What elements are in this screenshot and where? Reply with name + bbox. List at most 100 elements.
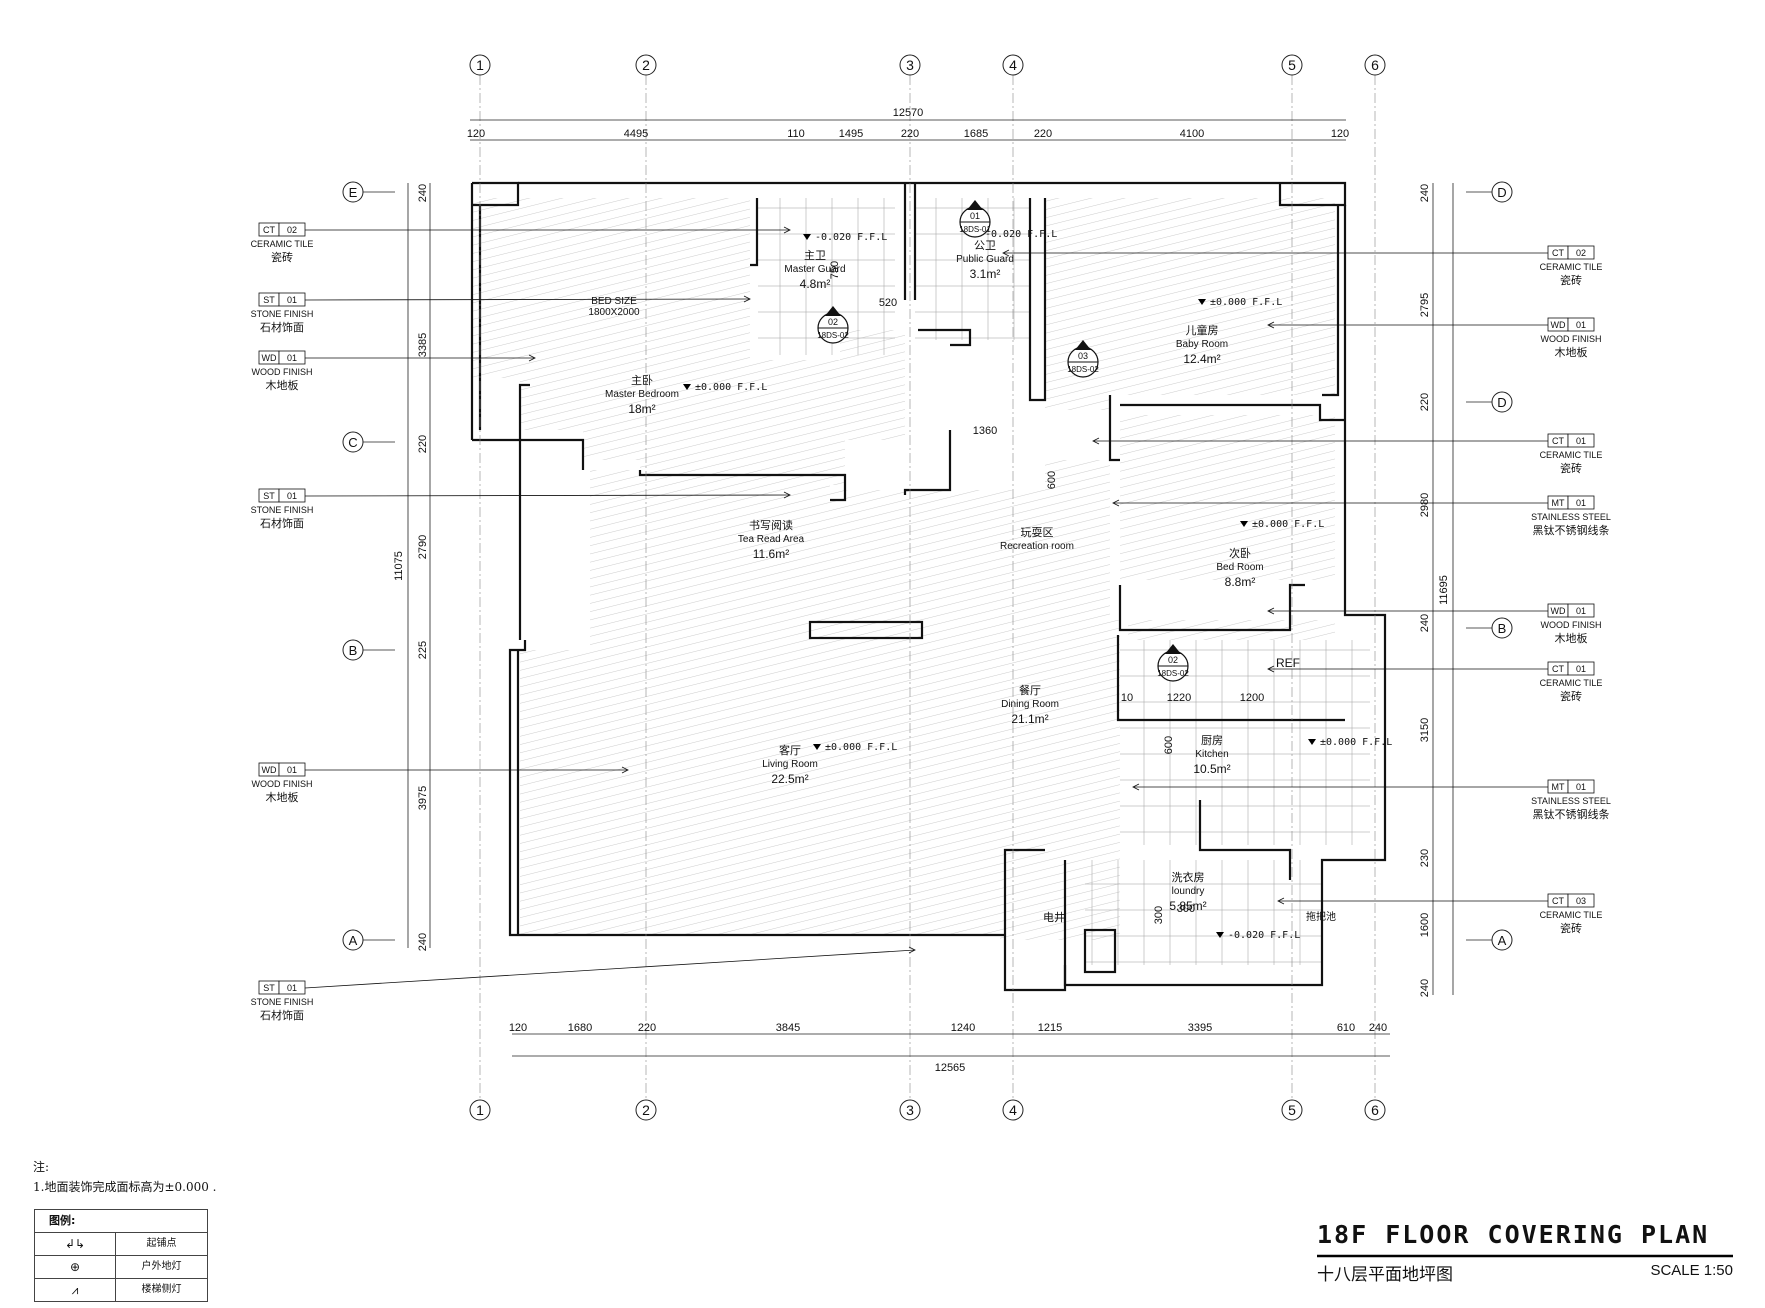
section-arrow-icon	[1075, 340, 1091, 350]
drawing-subtitle: 十八层平面地坪图	[1317, 1265, 1453, 1285]
tag-material-en: CERAMIC TILE	[1540, 910, 1603, 920]
grid-row-label: D	[1497, 395, 1506, 410]
tag-code: MT	[1552, 498, 1565, 508]
tag-material-cn: 石材饰面	[260, 1008, 304, 1022]
level-marker-icon	[683, 384, 691, 390]
shaft-label: 电井	[1043, 910, 1065, 924]
tag-material-cn: 木地板	[266, 378, 299, 392]
dimension-text: 520	[879, 297, 897, 309]
grid-row-label: C	[348, 435, 357, 450]
leader-arrow-icon	[1132, 783, 1140, 791]
dimension-text: 750	[829, 261, 841, 279]
dimension-text: 3395	[1188, 1022, 1212, 1034]
dimension-text: 2795	[1419, 293, 1431, 317]
tag-code: ST	[263, 983, 275, 993]
floor-level: ±0.000 F.F.L	[1252, 519, 1324, 530]
bed-dim-label: 1800X2000	[588, 307, 640, 318]
tag-num-box	[278, 292, 306, 307]
dimension-text: 12570	[893, 107, 924, 119]
section-mark-ref: 18DS-01	[959, 225, 991, 234]
room-name-cn: 玩耍区	[1021, 526, 1054, 539]
grid-row-label: E	[349, 185, 358, 200]
tag-material-en: STONE FINISH	[251, 997, 314, 1007]
legend-label: 户外地灯	[141, 1261, 182, 1272]
tag-num-box	[278, 350, 306, 365]
tag-num-box	[1567, 893, 1595, 908]
tag-code: ST	[263, 491, 275, 501]
grid-column-label: 6	[1371, 1102, 1379, 1118]
floor-level: -0.020 F.F.L	[815, 232, 887, 243]
tag-num-box	[1567, 433, 1595, 448]
section-mark-number: 01	[970, 211, 980, 221]
tag-material-en: WOOD FINISH	[1541, 334, 1602, 344]
room-name-en: Master Guard	[784, 264, 845, 275]
leader-arrow-icon	[1092, 437, 1100, 445]
room-name-cn: 厨房	[1201, 734, 1223, 747]
grid-bubble	[899, 1099, 921, 1121]
tag-number: 01	[1576, 782, 1586, 792]
room-name-en: Recreation room	[1000, 541, 1074, 552]
tag-leader-line	[304, 949, 916, 989]
grid-row-label: B	[1498, 621, 1507, 636]
room-area: 8.8m²	[1225, 575, 1256, 589]
tag-number: 01	[1576, 606, 1586, 616]
room-name-en: Tea Read Area	[738, 534, 805, 545]
tag-code: ST	[263, 295, 275, 305]
tag-number: 01	[1576, 320, 1586, 330]
grid-bubble	[635, 54, 657, 76]
tag-material-cn: 石材饰面	[260, 516, 304, 530]
dimension-text: 120	[1331, 128, 1349, 140]
grid-bubble	[1364, 54, 1386, 76]
floor-level: ±0.000 F.F.L	[1210, 297, 1282, 308]
dimension-text: 4495	[624, 128, 648, 140]
room-area: 5.85m²	[1169, 899, 1206, 913]
leader-arrow-icon	[528, 354, 536, 362]
tag-number: 01	[1576, 498, 1586, 508]
tag-material-cn: 黑钛不锈钢线条	[1533, 807, 1610, 821]
tag-material-cn: 瓷砖	[1560, 921, 1582, 935]
section-mark-number: 03	[1078, 351, 1088, 361]
dimension-text: 3150	[1419, 718, 1431, 742]
tag-material-en: STONE FINISH	[251, 505, 314, 515]
floor-level: -0.020 F.F.L	[985, 229, 1057, 240]
legend-table: 图例: ↲↳ 起铺点 ⊕ 户外地灯 ⩘ 楼梯侧灯	[34, 1209, 208, 1302]
room-area: 22.5m²	[771, 772, 808, 786]
section-mark-ref: 18DS-02	[1157, 669, 1189, 678]
general-notes: 注: 1.地面装饰完成面标高为±0.000 .	[33, 1157, 217, 1197]
dimension-text: 1220	[1167, 692, 1191, 704]
tag-number: 01	[287, 491, 297, 501]
dimension-text: 600	[1163, 736, 1175, 754]
leader-arrow-icon	[1277, 897, 1285, 905]
room-name-cn: 主卧	[631, 374, 653, 387]
tag-code: CT	[1552, 896, 1564, 906]
grid-column-label: 5	[1288, 1102, 1296, 1118]
tag-material-cn: 木地板	[1555, 345, 1588, 359]
section-arrow-icon	[967, 200, 983, 210]
dimension-text: 1215	[1038, 1022, 1062, 1034]
leader-arrow-icon	[1267, 321, 1275, 329]
tag-code: CT	[1552, 248, 1564, 258]
section-mark-ref: 18DS-02	[1067, 365, 1099, 374]
tag-leader-line	[304, 494, 791, 497]
floor-fills	[472, 198, 1370, 965]
tag-material-cn: 瓷砖	[1560, 461, 1582, 475]
legend-heading: 图例:	[35, 1210, 207, 1233]
dimension-text: 240	[1419, 614, 1431, 632]
room-name-cn: 次卧	[1229, 546, 1251, 560]
tag-material-cn: 黑钛不锈钢线条	[1533, 523, 1610, 537]
tag-material-en: WOOD FINISH	[252, 779, 313, 789]
legend-label: 起铺点	[146, 1238, 177, 1249]
tag-material-cn: 木地板	[1555, 631, 1588, 645]
tag-num-box	[278, 222, 306, 237]
dimension-text: 120	[467, 128, 485, 140]
grid-column-label: 2	[642, 1102, 650, 1118]
tag-number: 01	[287, 295, 297, 305]
room-area: 11.6m²	[753, 547, 789, 561]
room-name-cn: 餐厅	[1019, 683, 1041, 697]
leader-arrow-icon	[1002, 249, 1010, 257]
tag-material-en: WOOD FINISH	[1541, 620, 1602, 630]
room-area: 21.1m²	[1011, 712, 1048, 726]
leader-arrow-icon	[743, 295, 751, 303]
dimension-text: 12565	[935, 1062, 966, 1074]
tag-code: CT	[1552, 664, 1564, 674]
